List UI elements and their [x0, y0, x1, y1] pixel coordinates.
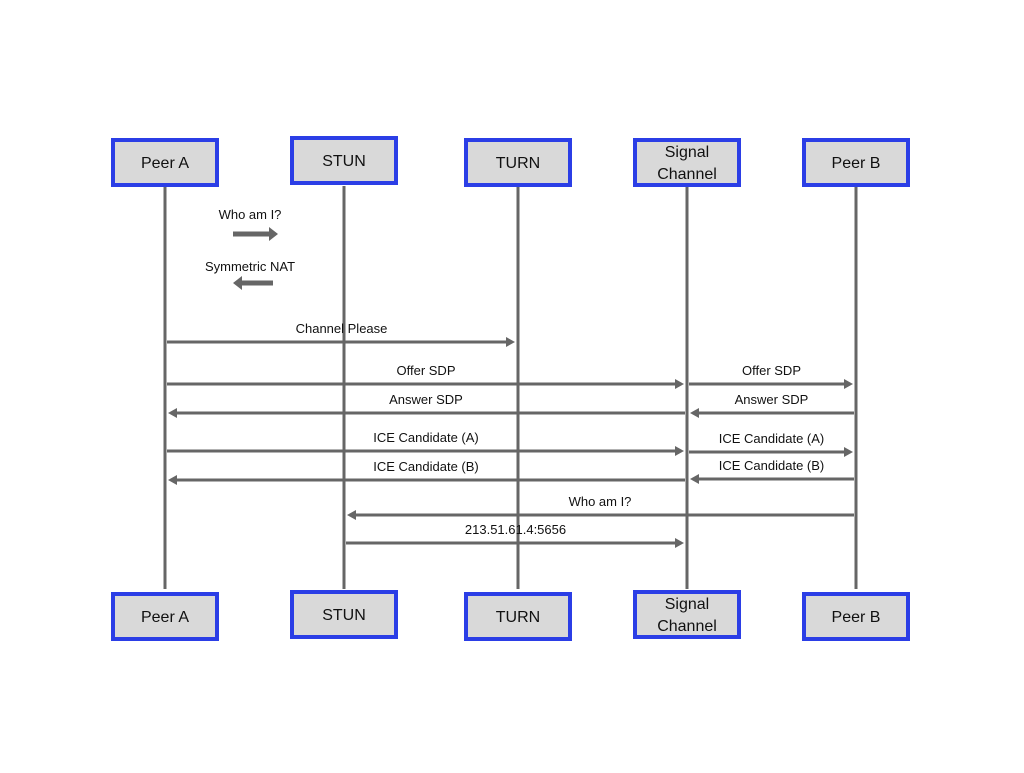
participant-label: Channel — [657, 166, 717, 183]
participant-box-bottom-peer-a: Peer A — [111, 592, 219, 641]
participant-box-top-peer-b: Peer B — [802, 138, 910, 187]
participant-box-bottom-stun: STUN — [290, 590, 398, 639]
message-label: Offer SDP — [396, 363, 455, 378]
message-arrow-head — [168, 475, 177, 485]
message-label: ICE Candidate (B) — [373, 459, 479, 474]
message-arrow-head — [844, 447, 853, 457]
message-label: ICE Candidate (A) — [719, 431, 825, 446]
note-arrow-head — [233, 276, 242, 290]
message-arrow-head — [690, 474, 699, 484]
note-symmetric-nat: Symmetric NAT — [205, 259, 295, 290]
message: 213.51.61.4:5656 — [346, 522, 684, 548]
message-label: 213.51.61.4:5656 — [465, 522, 566, 537]
participant-box-top-peer-a: Peer A — [111, 138, 219, 187]
box-rect — [290, 590, 398, 639]
message: Channel Please — [167, 321, 515, 347]
note-arrow-head — [269, 227, 278, 241]
message-arrow-head — [675, 379, 684, 389]
participant-label: Signal — [665, 596, 709, 613]
message-arrow-head — [347, 510, 356, 520]
message: Offer SDP — [689, 363, 853, 389]
message: ICE Candidate (A) — [167, 430, 684, 456]
participant-box-bottom-turn: TURN — [464, 592, 572, 641]
message: Answer SDP — [168, 392, 685, 418]
participant-box-top-stun: STUN — [290, 136, 398, 185]
message: ICE Candidate (B) — [168, 459, 685, 485]
participant-label: STUN — [322, 607, 366, 624]
participant-box-top-turn: TURN — [464, 138, 572, 187]
note-who-am-i: Who am I? — [219, 207, 282, 241]
message-arrow-head — [168, 408, 177, 418]
box-rect — [802, 138, 910, 187]
message-arrow-head — [844, 379, 853, 389]
participant-label: Peer A — [141, 155, 189, 172]
message: Offer SDP — [167, 363, 684, 389]
box-rect — [802, 592, 910, 641]
participant-label: Peer B — [832, 609, 881, 626]
box-rect — [633, 138, 741, 187]
box-rect — [111, 138, 219, 187]
box-rect — [111, 592, 219, 641]
message-label: Who am I? — [569, 494, 632, 509]
message: Who am I? — [347, 494, 854, 520]
participant-label: Signal — [665, 144, 709, 161]
note-label: Who am I? — [219, 207, 282, 222]
message-label: ICE Candidate (B) — [719, 458, 825, 473]
participant-label: Peer A — [141, 609, 189, 626]
box-rect — [464, 592, 572, 641]
box-rect — [464, 138, 572, 187]
note-label: Symmetric NAT — [205, 259, 295, 274]
message-arrow-head — [675, 446, 684, 456]
participant-box-bottom-peer-b: Peer B — [802, 592, 910, 641]
message-arrow-head — [690, 408, 699, 418]
message: ICE Candidate (B) — [690, 458, 854, 484]
participant-label: Peer B — [832, 155, 881, 172]
box-rect — [633, 590, 741, 639]
participant-label: TURN — [496, 155, 540, 172]
message-label: Answer SDP — [389, 392, 463, 407]
participant-label: STUN — [322, 153, 366, 170]
box-rect — [290, 136, 398, 185]
participant-label: Channel — [657, 618, 717, 635]
message-arrow-head — [506, 337, 515, 347]
message-label: Answer SDP — [735, 392, 809, 407]
message-label: Offer SDP — [742, 363, 801, 378]
message-arrow-head — [675, 538, 684, 548]
message: Answer SDP — [690, 392, 854, 418]
message-label: Channel Please — [296, 321, 388, 336]
participant-label: TURN — [496, 609, 540, 626]
message-label: ICE Candidate (A) — [373, 430, 479, 445]
message: ICE Candidate (A) — [689, 431, 853, 457]
